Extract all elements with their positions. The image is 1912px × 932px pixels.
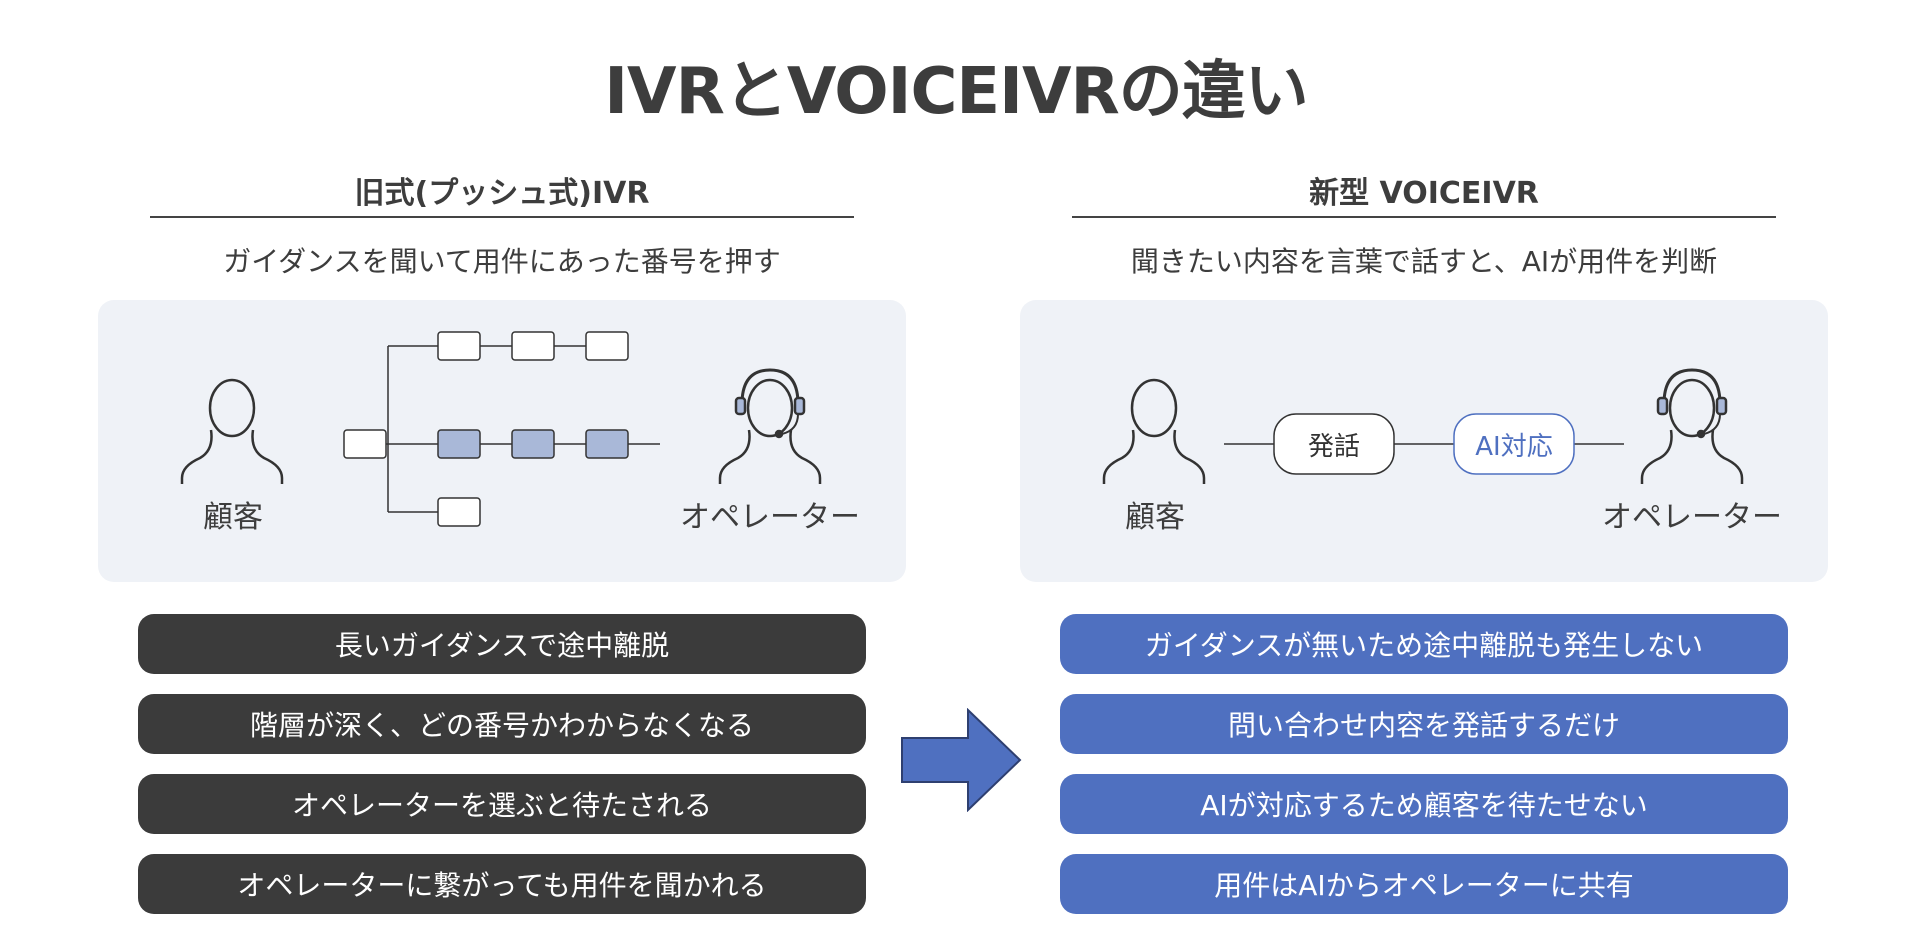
voiceivr-benefit-item: ガイダンスが無いため途中離脱も発生しない	[1060, 614, 1788, 674]
ivr-node-selected	[437, 429, 481, 459]
customer-person-icon	[180, 378, 284, 484]
legacy-ivr-subtitle: ガイダンスを聞いて用件にあった番号を押す	[223, 245, 781, 278]
ai-node-label: AI対応	[1475, 431, 1553, 462]
legacy-issue-item: 階層が深く、どの番号かわからなくなる	[138, 694, 866, 754]
voiceivr-operator-label: オペレーター	[1602, 500, 1782, 535]
speech-node-box	[1273, 413, 1395, 475]
legacy-issue-item: オペレーターに繋がっても用件を聞かれる	[138, 854, 866, 914]
voiceivr-customer-label: 顧客	[1125, 500, 1185, 535]
voiceivr-benefit-item: AIが対応するため顧客を待たせない	[1060, 774, 1788, 834]
page-title: IVRとVOICEIVRの違い	[604, 55, 1309, 129]
ai-node-box	[1453, 413, 1575, 475]
legacy-customer-label: 顧客	[203, 500, 263, 535]
operator-headset-icon	[718, 368, 822, 484]
voiceivr-benefit-item: 問い合わせ内容を発話するだけ	[1060, 694, 1788, 754]
legacy-ivr-heading: 旧式(プッシュ式)IVR	[354, 176, 650, 211]
right-arrow-icon	[901, 708, 1022, 812]
ivr-node-selected	[585, 429, 629, 459]
ivr-tree-connectors	[344, 345, 660, 513]
voiceivr-benefit-item: 用件はAIからオペレーターに共有	[1060, 854, 1788, 914]
voiceivr-heading: 新型 VOICEIVR	[1309, 176, 1539, 211]
voiceivr-diagram	[1102, 368, 1744, 484]
legacy-ivr-diagram	[180, 331, 822, 527]
legacy-issue-item: オペレーターを選ぶと待たされる	[138, 774, 866, 834]
ivr-node	[437, 331, 481, 361]
voiceivr-divider	[1072, 216, 1776, 218]
voiceivr-column: 新型 VOICEIVR 聞きたい内容を言葉で話すと、AIが用件を判断	[1020, 0, 1828, 932]
ivr-node-selected	[511, 429, 555, 459]
ivr-node	[437, 497, 481, 527]
legacy-ivr-column: 旧式(プッシュ式)IVR ガイダンスを聞いて用件にあった番号を押す	[98, 0, 906, 932]
operator-headset-icon	[1640, 368, 1744, 484]
legacy-operator-label: オペレーター	[680, 500, 860, 535]
voiceivr-subtitle: 聞きたい内容を言葉で話すと、AIが用件を判断	[1130, 245, 1718, 278]
ivr-node	[585, 331, 629, 361]
legacy-ivr-diagram-panel	[98, 300, 906, 582]
ivr-menu-nodes	[343, 331, 629, 527]
customer-person-icon	[1102, 378, 1206, 484]
ivr-root-node	[343, 429, 387, 459]
speech-node-label: 発話	[1307, 431, 1360, 462]
legacy-ivr-divider	[150, 216, 854, 218]
legacy-issue-item: 長いガイダンスで途中離脱	[138, 614, 866, 674]
voiceivr-diagram-panel: 発話 AI対応	[1020, 300, 1828, 582]
ivr-node	[511, 331, 555, 361]
